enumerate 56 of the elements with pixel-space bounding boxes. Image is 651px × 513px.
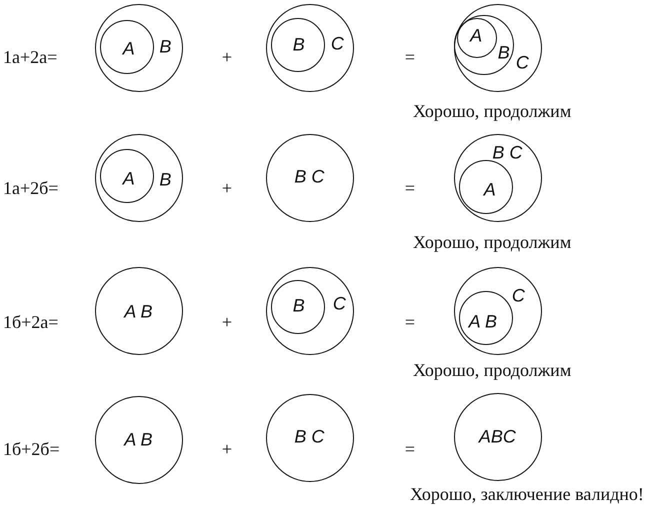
plus-sign: +	[222, 47, 232, 67]
set-circle	[459, 160, 514, 214]
set-circle	[95, 134, 183, 222]
set-letters: B C	[294, 428, 324, 447]
set-letters: C	[516, 54, 529, 73]
set-circle	[456, 18, 497, 58]
set-circle	[271, 18, 326, 72]
set-letters: B	[159, 170, 172, 190]
set-circle	[266, 267, 354, 355]
set-circle	[266, 394, 354, 482]
set-circle	[454, 4, 542, 92]
equals-sign: =	[404, 312, 416, 332]
equation-label: 1а+2а=	[3, 47, 58, 67]
set-circle	[95, 4, 183, 92]
caption-text: Хорошо, продолжим	[413, 101, 572, 121]
set-letters: B C	[492, 144, 522, 163]
set-letters: C	[332, 294, 346, 314]
equals-sign: =	[404, 439, 416, 459]
set-circle	[454, 15, 514, 76]
set-circle	[266, 134, 354, 222]
set-circle	[95, 267, 183, 355]
equals-sign: =	[404, 178, 416, 198]
set-letters: B	[292, 296, 305, 316]
set-letters: B	[159, 38, 172, 57]
plus-sign: +	[222, 178, 232, 198]
set-letters: B	[498, 43, 510, 62]
set-circle	[100, 20, 154, 74]
set-letters: A	[470, 26, 482, 46]
equation-label: 1б+2а=	[3, 312, 58, 332]
set-letters: B C	[294, 168, 324, 187]
set-letters: C	[512, 286, 525, 306]
equals-sign: =	[404, 47, 416, 67]
set-circle	[454, 134, 542, 222]
set-letters: A B	[124, 430, 153, 450]
set-letters: A	[484, 180, 496, 200]
set-circle	[454, 267, 542, 355]
set-letters: B	[292, 35, 305, 54]
set-circle	[100, 149, 154, 204]
set-letters: C	[330, 34, 344, 54]
set-circle	[459, 291, 514, 346]
caption-text: Хорошо, заключение валидно!	[410, 484, 644, 504]
set-circle	[95, 396, 183, 484]
caption-text: Хорошо, продолжим	[413, 232, 572, 252]
set-letters: A	[122, 169, 135, 188]
equation-label: 1а+2б=	[3, 178, 58, 198]
set-circle	[271, 280, 326, 334]
set-circle	[266, 4, 354, 92]
equation-label: 1б+2б=	[3, 439, 60, 459]
plus-sign: +	[222, 312, 232, 332]
set-circle	[454, 393, 542, 481]
plus-sign: +	[222, 439, 232, 459]
caption-text: Хорошо, продолжим	[413, 360, 572, 380]
set-letters: ABC	[478, 428, 516, 447]
set-letters: A	[122, 39, 135, 58]
set-letters: A B	[124, 302, 153, 322]
set-letters: A B	[468, 312, 497, 332]
